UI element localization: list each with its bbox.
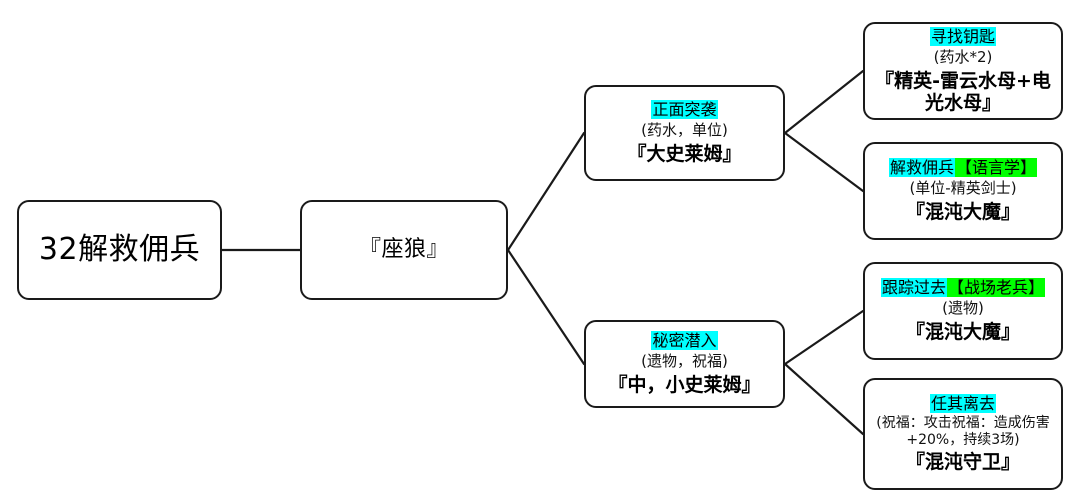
- node-stage1[interactable]: 『座狼』: [300, 200, 508, 300]
- node-branch-a[interactable]: 正面突袭 (药水，单位) 『大史莱姆』: [584, 85, 785, 181]
- node-leaf-b1-choice: 跟踪过去【战场老兵】: [880, 278, 1046, 298]
- edge-branch-a-leaf-a1: [783, 69, 865, 135]
- node-leaf-b1-reward: (遗物): [942, 299, 984, 318]
- node-branch-b[interactable]: 秘密潜入 (遗物，祝福) 『中，小史莱姆』: [584, 320, 785, 408]
- choice-highlight: 解救佣兵: [888, 158, 955, 178]
- edge-stage1-branch-a: [506, 131, 586, 252]
- node-root[interactable]: 32解救佣兵: [17, 200, 222, 300]
- node-branch-a-boss: 『大史莱姆』: [627, 143, 742, 166]
- node-leaf-a2-reward: (单位-精英剑士): [909, 179, 1017, 198]
- edge-stage1-branch-b: [506, 248, 586, 366]
- edge-branch-b-leaf-b2: [783, 362, 865, 436]
- node-leaf-b2-choice: 任其离去: [929, 393, 996, 413]
- edge-branch-a-leaf-a2: [783, 131, 865, 193]
- choice-highlight: 跟踪过去: [880, 278, 947, 298]
- node-leaf-a1-choice: 寻找钥匙: [929, 26, 996, 46]
- node-branch-b-boss: 『中，小史莱姆』: [608, 374, 761, 397]
- node-leaf-b1[interactable]: 跟踪过去【战场老兵】 (遗物) 『混沌大魔』: [863, 262, 1063, 360]
- reward-bracket-highlight: 【语言学】: [955, 158, 1038, 178]
- node-leaf-a2-boss: 『混沌大魔』: [905, 201, 1020, 224]
- node-leaf-a1-reward: (药水*2): [933, 47, 993, 66]
- node-leaf-a1[interactable]: 寻找钥匙 (药水*2) 『精英-雷云水母+电光水母』: [863, 22, 1063, 120]
- node-branch-b-choice: 秘密潜入: [651, 331, 718, 351]
- node-stage1-title: 『座狼』: [358, 237, 449, 263]
- choice-highlight: 任其离去: [929, 393, 996, 413]
- node-leaf-b2[interactable]: 任其离去 (祝福：攻击祝福：造成伤害+20%，持续3场) 『混沌守卫』: [863, 378, 1063, 490]
- choice-highlight: 正面突袭: [651, 100, 718, 120]
- edge-branch-b-leaf-b1: [783, 309, 865, 366]
- node-root-title: 32解救佣兵: [38, 231, 201, 267]
- node-leaf-b1-boss: 『混沌大魔』: [905, 321, 1020, 344]
- node-leaf-b2-boss: 『混沌守卫』: [905, 451, 1020, 474]
- node-leaf-a1-boss: 『精英-雷云水母+电光水母』: [875, 69, 1051, 115]
- node-leaf-a2[interactable]: 解救佣兵【语言学】 (单位-精英剑士) 『混沌大魔』: [863, 142, 1063, 240]
- node-branch-b-reward: (遗物，祝福): [641, 352, 728, 371]
- node-leaf-b2-reward: (祝福：攻击祝福：造成伤害+20%，持续3场): [876, 414, 1050, 448]
- node-branch-a-choice: 正面突袭: [651, 100, 718, 120]
- choice-highlight: 秘密潜入: [651, 331, 718, 351]
- node-leaf-a2-choice: 解救佣兵【语言学】: [888, 158, 1038, 178]
- node-branch-a-reward: (药水，单位): [641, 121, 728, 140]
- choice-highlight: 寻找钥匙: [929, 26, 996, 46]
- reward-bracket-highlight: 【战场老兵】: [947, 278, 1046, 298]
